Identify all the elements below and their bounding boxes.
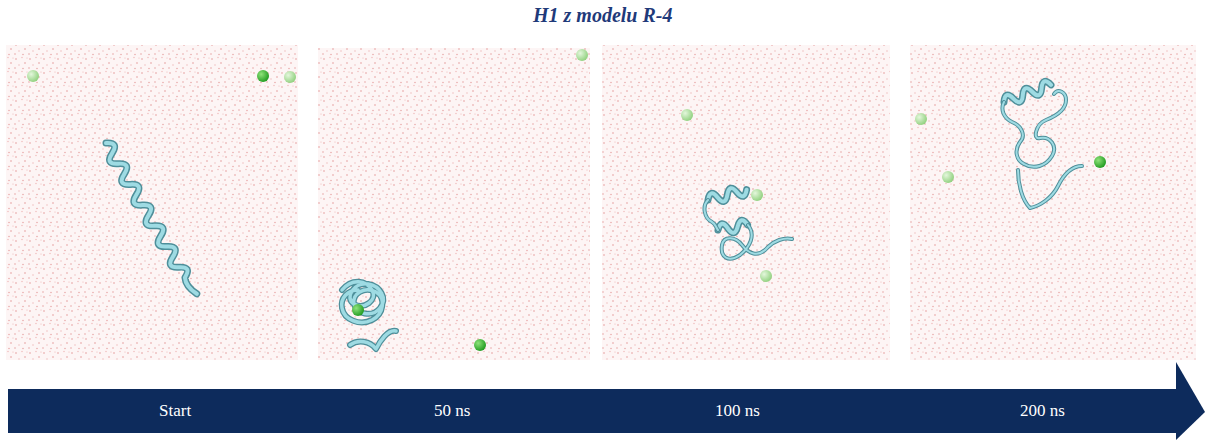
ion [352,304,364,316]
water-box [318,48,590,360]
ion [751,189,763,201]
diagram-title: H1 z modelu R-4 [533,4,672,27]
time-label: 200 ns [1020,401,1065,421]
protein-helix [101,140,200,298]
time-label: Start [159,401,191,421]
water-box [602,45,890,360]
timeline-arrowhead [1176,362,1205,440]
ion [681,109,693,121]
protein-coil [342,282,396,349]
ion [284,71,296,83]
ion [576,49,588,61]
protein-partial-helix [705,184,792,258]
ion [27,70,39,82]
ion [942,171,954,183]
ion [915,113,927,125]
water-box [6,45,298,360]
ion [474,339,486,351]
time-label: 100 ns [715,401,760,421]
protein-unfolded [1002,80,1082,208]
ion [1094,156,1106,168]
timeline-band: Start 50 ns 100 ns 200 ns [8,389,1178,433]
water-box [910,45,1196,360]
ion [257,70,269,82]
ion [760,270,772,282]
time-label: 50 ns [434,401,470,421]
